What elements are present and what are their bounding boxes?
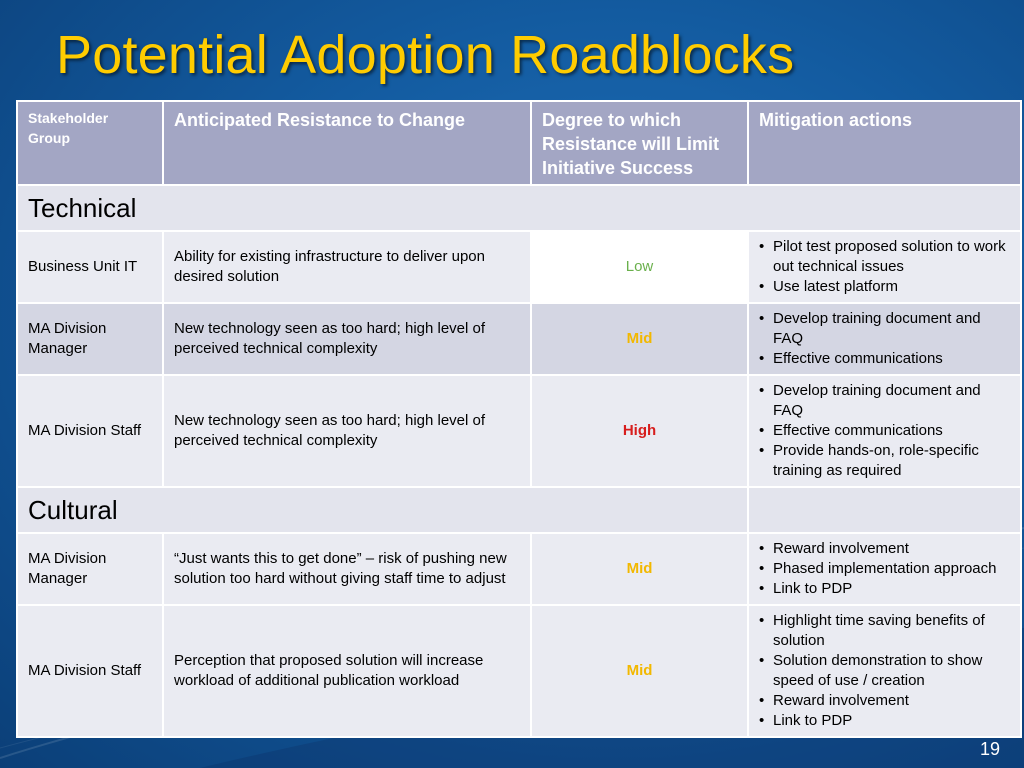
actions-cell: Highlight time saving benefits of soluti… [747, 604, 1022, 738]
degree-value: Mid [626, 560, 653, 577]
stakeholder-cell: MA Division Staff [16, 604, 164, 738]
section-empty-cell [747, 486, 1022, 534]
table-row: Business Unit IT Ability for existing in… [16, 230, 1022, 304]
action-item: Develop training document and FAQ [759, 309, 1010, 349]
roadblocks-table: Stakeholder Group Anticipated Resistance… [16, 100, 1022, 738]
header-mitigation-actions: Mitigation actions [747, 100, 1022, 186]
actions-list: Develop training document and FAQ Effect… [759, 309, 1010, 369]
actions-cell: Develop training document and FAQ Effect… [747, 374, 1022, 488]
header-degree-of-limit: Degree to which Resistance will Limit In… [530, 100, 749, 186]
actions-cell: Pilot test proposed solution to work out… [747, 230, 1022, 304]
degree-value: Low [625, 258, 654, 275]
degree-cell: High [530, 374, 749, 488]
stakeholder-cell: MA Division Manager [16, 532, 164, 606]
page-number: 19 [979, 739, 1000, 759]
degree-value: Mid [626, 330, 653, 347]
section-label: Technical [16, 184, 1022, 232]
actions-list: Pilot test proposed solution to work out… [759, 237, 1010, 297]
table-row: MA Division Manager New technology seen … [16, 302, 1022, 376]
table-row: MA Division Staff New technology seen as… [16, 374, 1022, 488]
header-stakeholder-group: Stakeholder Group [16, 100, 164, 186]
actions-list: Highlight time saving benefits of soluti… [759, 611, 1010, 731]
action-item: Use latest platform [759, 277, 1010, 297]
action-item: Solution demonstration to show speed of … [759, 651, 1010, 691]
resistance-cell: New technology seen as too hard; high le… [162, 302, 532, 376]
table-row: MA Division Staff Perception that propos… [16, 604, 1022, 738]
action-item: Highlight time saving benefits of soluti… [759, 611, 1010, 651]
section-row-technical: Technical [16, 184, 1022, 232]
action-item: Reward involvement [759, 691, 1010, 711]
action-item: Pilot test proposed solution to work out… [759, 237, 1010, 277]
resistance-cell: New technology seen as too hard; high le… [162, 374, 532, 488]
actions-cell: Reward involvement Phased implementation… [747, 532, 1022, 606]
stakeholder-cell: MA Division Staff [16, 374, 164, 488]
actions-list: Reward involvement Phased implementation… [759, 539, 1010, 599]
action-item: Link to PDP [759, 711, 1010, 731]
degree-cell: Low [530, 230, 749, 304]
table-header-row: Stakeholder Group Anticipated Resistance… [16, 100, 1022, 186]
action-item: Effective communications [759, 349, 1010, 369]
slide-title: Potential Adoption Roadblocks [56, 25, 795, 85]
action-item: Effective communications [759, 421, 1010, 441]
section-row-cultural: Cultural [16, 486, 1022, 534]
stakeholder-cell: MA Division Manager [16, 302, 164, 376]
actions-list: Develop training document and FAQ Effect… [759, 381, 1010, 481]
header-anticipated-resistance: Anticipated Resistance to Change [162, 100, 532, 186]
action-item: Develop training document and FAQ [759, 381, 1010, 421]
action-item: Provide hands-on, role-specific training… [759, 441, 1010, 481]
degree-value: Mid [626, 662, 653, 679]
actions-cell: Develop training document and FAQ Effect… [747, 302, 1022, 376]
degree-value: High [622, 422, 657, 439]
resistance-cell: Ability for existing infrastructure to d… [162, 230, 532, 304]
stakeholder-cell: Business Unit IT [16, 230, 164, 304]
degree-cell: Mid [530, 532, 749, 606]
degree-cell: Mid [530, 302, 749, 376]
degree-cell: Mid [530, 604, 749, 738]
table-row: MA Division Manager “Just wants this to … [16, 532, 1022, 606]
section-label: Cultural [16, 486, 749, 534]
action-item: Phased implementation approach [759, 559, 1010, 579]
resistance-cell: Perception that proposed solution will i… [162, 604, 532, 738]
action-item: Link to PDP [759, 579, 1010, 599]
action-item: Reward involvement [759, 539, 1010, 559]
resistance-cell: “Just wants this to get done” – risk of … [162, 532, 532, 606]
